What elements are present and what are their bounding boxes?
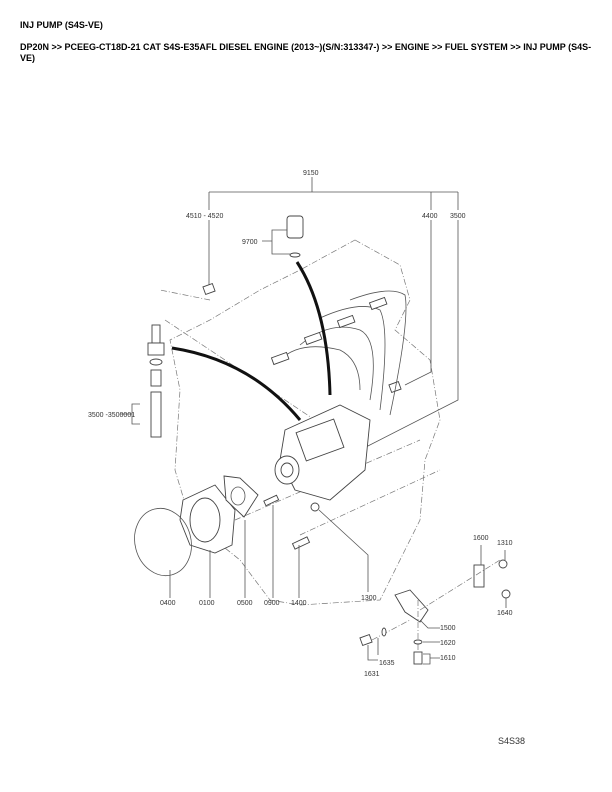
injection-pump [274, 404, 371, 501]
part-0500-gasket [223, 475, 259, 518]
label-9700[interactable]: 9700 [242, 239, 258, 246]
part-1635-washer [381, 627, 387, 637]
label-1640[interactable]: 1640 [497, 610, 513, 617]
label-4400[interactable]: 4400 [422, 213, 438, 220]
part-1620-washer [413, 639, 423, 645]
part-1631-bolt [359, 633, 373, 647]
part-1310-nut [498, 559, 508, 569]
part-1500-bracket [394, 589, 429, 623]
part-0900-stud [263, 494, 280, 507]
part-1640-bolt [501, 589, 511, 599]
label-1300[interactable]: 1300 [361, 595, 377, 602]
label-0100[interactable]: 0100 [199, 600, 215, 607]
figure-code: S4S38 [498, 736, 525, 746]
page-title: INJ PUMP (S4S-VE) [20, 20, 103, 30]
label-0900[interactable]: 0900 [264, 600, 280, 607]
label-1310[interactable]: 1310 [497, 540, 513, 547]
label-1620[interactable]: 1620 [440, 640, 456, 647]
label-1610[interactable]: 1610 [440, 655, 456, 662]
part-4400-fitting [388, 380, 402, 394]
label-1400[interactable]: 1400 [291, 600, 307, 607]
label-9150[interactable]: 9150 [303, 170, 319, 177]
label-1631[interactable]: 1631 [364, 671, 380, 678]
label-0500[interactable]: 0500 [237, 600, 253, 607]
part-3500-delivery-valve [147, 324, 165, 438]
arrow-9700 [295, 261, 332, 396]
engine-outline [169, 239, 441, 606]
part-1610-bolt [413, 651, 423, 665]
label-3500-left[interactable]: 3500 -3500001 [88, 412, 135, 419]
part-0400-oring [134, 507, 192, 577]
label-1635[interactable]: 1635 [379, 660, 395, 667]
label-1600[interactable]: 1600 [473, 535, 489, 542]
part-4510-fitting [202, 282, 216, 296]
injection-pipes [279, 290, 407, 416]
part-1400-bolt [291, 536, 311, 550]
breadcrumb: DP20N >> PCEEG-CT18D-21 CAT S4S-E35AFL D… [20, 42, 592, 63]
part-1300-nut [310, 502, 320, 512]
label-4510-4520[interactable]: 4510 - 4520 [186, 213, 223, 220]
label-3500-top[interactable]: 3500 [450, 213, 466, 220]
label-0400[interactable]: 0400 [160, 600, 176, 607]
part-1600-plate [473, 564, 485, 588]
part-9700-solenoid [286, 215, 304, 239]
callout-9150 [208, 177, 459, 210]
arrow-3500 [171, 346, 302, 421]
label-1500[interactable]: 1500 [440, 625, 456, 632]
